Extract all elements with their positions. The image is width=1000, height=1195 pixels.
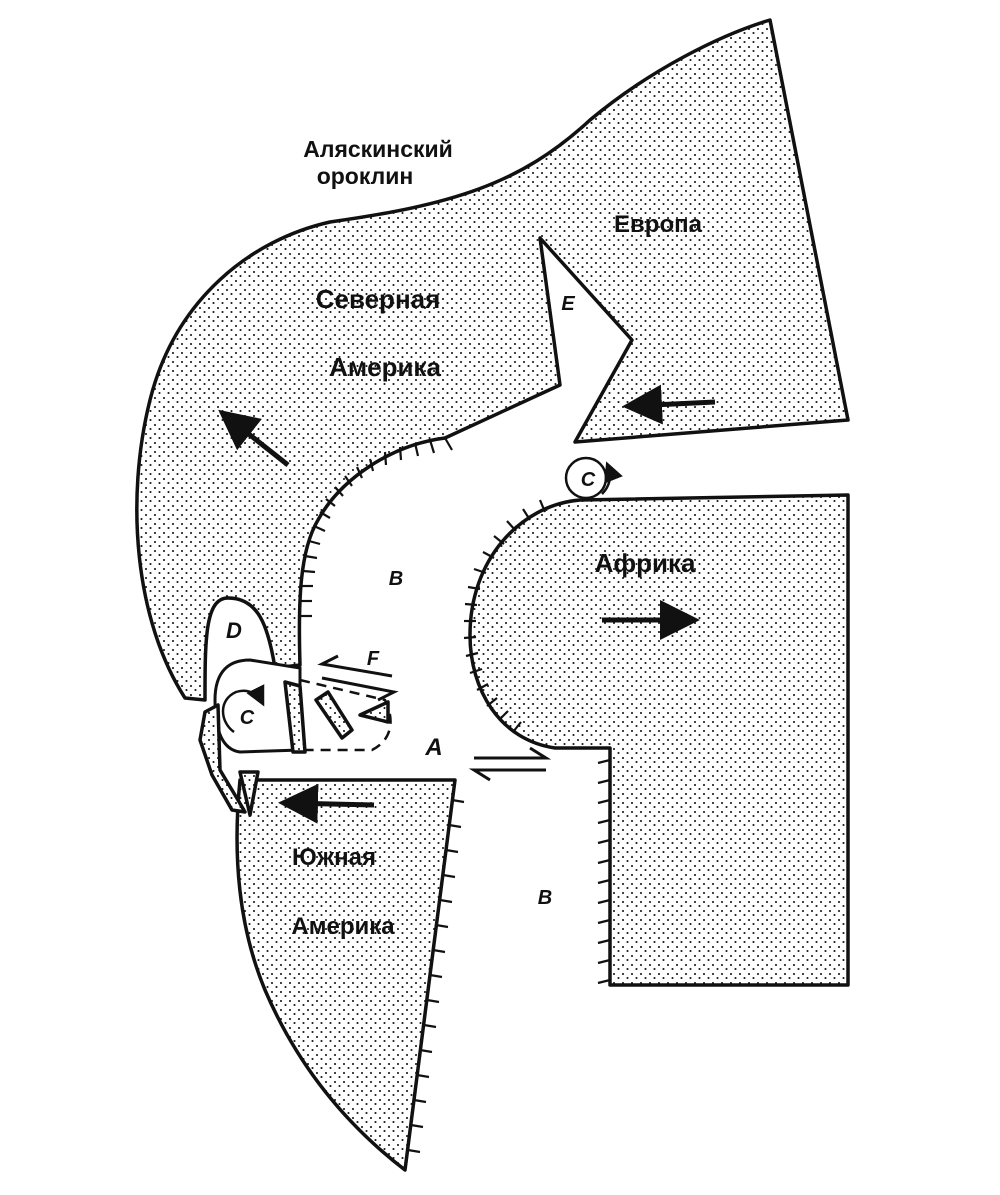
south-america-landmass	[235, 778, 457, 1172]
south-america-label-line2: Америка	[291, 913, 395, 940]
arrow-south-america	[278, 783, 375, 824]
isthmus-spike	[238, 770, 260, 817]
marker-a: A	[424, 734, 442, 761]
africa-label: Африка	[595, 548, 696, 578]
isthmus	[198, 703, 247, 814]
north-america-label-line1: Северная	[316, 284, 441, 314]
africa-landmass	[468, 493, 850, 987]
north-america-label-line2: Америка	[329, 352, 441, 382]
north-america-europe-landmass	[135, 18, 850, 702]
caribbean-boundary	[299, 678, 392, 752]
arrow-north-america	[218, 409, 290, 467]
transform-fault-f	[317, 654, 399, 702]
rotation-arrow-right	[601, 461, 623, 495]
alaska-orocline-label-line2: ороклин	[317, 163, 414, 189]
rotation-arrow-left	[221, 684, 265, 734]
marker-b-lower: B	[538, 887, 552, 909]
transform-fault-a	[468, 746, 552, 782]
marker-c-right: C	[581, 469, 596, 491]
antilles-block-3	[358, 700, 390, 724]
europe-label: Европа	[614, 211, 703, 238]
marker-c-left: C	[240, 707, 255, 729]
marker-f: F	[367, 648, 380, 670]
marker-b-upper: B	[389, 568, 403, 590]
antilles-block-1	[283, 680, 307, 754]
alaska-orocline-label-line1: Аляскинский	[303, 136, 453, 162]
marker-d: D	[226, 618, 242, 643]
trench-hachures	[300, 437, 611, 1154]
south-america-label-line1: Южная	[292, 844, 376, 871]
marker-e: E	[561, 293, 575, 315]
arrow-europe	[622, 384, 716, 425]
antilles-block-2	[314, 690, 354, 740]
